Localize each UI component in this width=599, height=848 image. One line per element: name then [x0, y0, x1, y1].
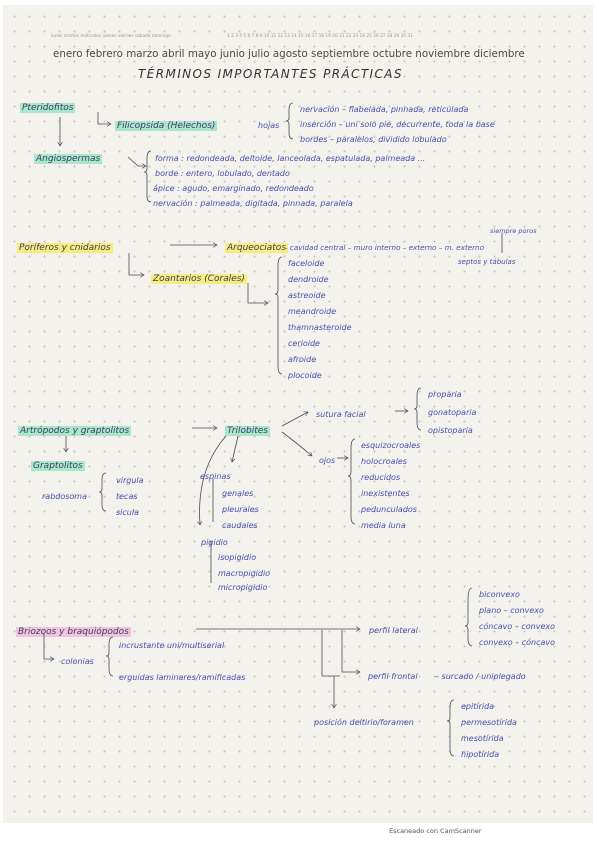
label-posicion: posición deltirio/foramen [314, 718, 414, 727]
rabdosoma-item: virgula [116, 476, 144, 485]
notebook-page: lunes martes miércoles jueves viernes sá… [3, 5, 593, 823]
zoantario-item: astreoide [288, 291, 326, 300]
zoantario-item: meandroide [288, 307, 337, 316]
heading-poriferos: Poríferos y cnidarios [17, 243, 113, 253]
label-rabdosoma: rabdosoma [42, 492, 87, 501]
label-ojos: ojos [319, 456, 336, 465]
perfil-lateral-item: biconvexo [479, 590, 520, 599]
ojos-item: media luna [361, 521, 406, 530]
sutura-item: proparia [428, 390, 462, 399]
espinas-item: pleurales [222, 505, 259, 514]
pigidio-item: isopigidio [218, 553, 257, 562]
perfil-lateral-item: cóncavo – convexo [479, 622, 556, 631]
heading-arqueociatos: Arqueociatos [225, 243, 289, 253]
weekday-strip: lunes martes miércoles jueves viernes sá… [51, 34, 171, 39]
ojos-item: reducidos [361, 473, 401, 482]
angio-row: borde : entero, lobulado, dentado [155, 169, 290, 178]
label-colonias: colonias [61, 657, 94, 666]
pigidio-item: macropigidio [218, 569, 271, 578]
posicion-item: epitírida [461, 702, 495, 711]
angio-row: nervación : palmeada, digitada, pinnada,… [153, 199, 353, 208]
heading-zoantarios: Zoantarios (Corales) [151, 274, 247, 284]
zoantario-item: thamnasteroide [288, 323, 352, 332]
scanner-watermark: Escaneado con CamScanner [389, 827, 482, 835]
zoantario-item: cerioide [288, 339, 320, 348]
posicion-item: hipotírida [461, 750, 500, 759]
note-siempre-poros: siempre poros [490, 227, 537, 235]
arqueociatos-structure: – cavidad central – muro interno – exter… [284, 243, 485, 252]
rabdosoma-item: sicula [116, 508, 139, 517]
label-pigidio: pigidio [201, 538, 228, 547]
posicion-item: permesotírida [461, 718, 517, 727]
label-espinas: espinas [200, 472, 231, 481]
perfil-lateral-item: convexo – cóncavo [479, 638, 556, 647]
perfil-frontal-types: – surcado / uniplegado [435, 672, 526, 681]
hojas-bullet: nervación – flabelada, pinnada, reticula… [300, 105, 469, 114]
heading-briozoos: Briozoos y braquiópodos [16, 627, 131, 637]
hojas-bullet: bordes – paralelos, dividido lobulado [300, 135, 447, 144]
ojos-item: holocroales [361, 457, 407, 466]
ojos-item: pedunculados [361, 505, 417, 514]
hojas-bullet: inserción – uni solo pie, decurrente, to… [300, 120, 495, 129]
perfil-lateral-item: plano – convexo [479, 606, 544, 615]
heading-artropodos: Artrópodos y graptolitos [18, 426, 132, 436]
espinas-item: genales [222, 489, 254, 498]
angio-row: ápice : agudo, emarginado, redondeado [153, 184, 314, 193]
colonia-erguidas: erguidas laminares/ramificadas [119, 673, 246, 682]
label-perfil-frontal: perfil frontal [368, 672, 418, 681]
rabdosoma-item: tecas [116, 492, 138, 501]
angio-row: forma : redondeada, deltoide, lanceolada… [155, 154, 426, 163]
page-title: TÉRMINOS IMPORTANTES PRÁCTICAS [138, 67, 403, 81]
sutura-item: gonatoparia [428, 408, 477, 417]
heading-graptolitos: Graptolitos [31, 461, 85, 471]
label-sutura: sutura facial [316, 410, 366, 419]
heading-angiospermas: Angiospermas [34, 154, 103, 164]
ojos-item: inexistentes [361, 489, 410, 498]
heading-filicopsida: Filicopsida (Helechos) [115, 121, 218, 131]
zoantario-item: plocoide [288, 371, 322, 380]
heading-trilobites: Trilobites [225, 426, 270, 436]
heading-pteridofitos: Pteridofitos [20, 103, 76, 113]
day-number-strip: 1 2 3 4 5 6 7 8 9 10 11 12 13 14 15 16 1… [227, 34, 413, 39]
sutura-item: opistoparia [428, 426, 473, 435]
month-strip: enero febrero marzo abril mayo junio jul… [53, 48, 525, 60]
espinas-item: caudales [222, 521, 258, 530]
zoantario-item: afroide [288, 355, 317, 364]
label-hojas: hojas [258, 121, 280, 130]
ojos-item: esquizocroales [361, 441, 421, 450]
zoantario-item: dendroide [288, 275, 329, 284]
zoantario-item: faceloide [288, 259, 325, 268]
colonia-incrustante: incrustante uni/multiserial [119, 641, 225, 650]
posicion-item: mesotírida [461, 734, 504, 743]
pigidio-item: micropigidio [218, 583, 268, 592]
note-septos: septos y tábulas [458, 258, 516, 266]
label-perfil-lateral: perfil lateral [369, 626, 418, 635]
